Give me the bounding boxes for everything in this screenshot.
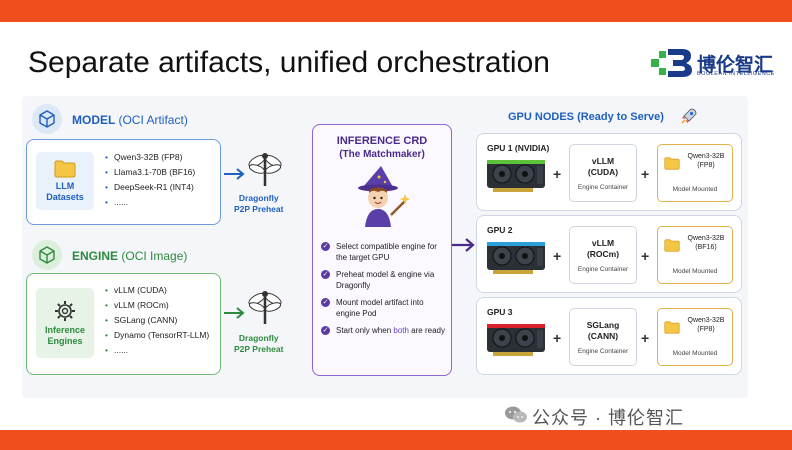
top-banner: [0, 0, 792, 22]
crd-title: INFERENCE CRD (The Matchmaker): [336, 135, 428, 160]
gpu-node-2: GPU 2 + vLLM (ROCm) Engine Container + Q…: [476, 215, 742, 293]
gpu-card-icon: [487, 242, 545, 274]
check-icon: ✓: [321, 270, 330, 279]
crd-step: ✓Mount model artifact into engine Pod: [321, 298, 424, 318]
plus-sign: +: [641, 248, 650, 264]
model-name: Qwen3-32B(FP8): [687, 153, 725, 169]
engine-backend: (CUDA): [587, 166, 619, 177]
folder-icon: [664, 321, 680, 334]
llm-datasets-card: LLM Datasets: [36, 152, 94, 210]
plus-sign: +: [553, 248, 562, 264]
list-item: ......: [105, 195, 195, 210]
dragonfly-icon: [248, 153, 282, 186]
model-mounted-card: Qwen3-32B(FP8) Model Mounted: [657, 144, 733, 202]
model-mounted-card: Qwen3-32B(BF16) Model Mounted: [657, 226, 733, 284]
gpu-node-label: GPU 1 (NVIDIA): [487, 143, 550, 153]
gear-icon: [55, 300, 75, 321]
list-item: Dynamo (TensorRT-LLM): [105, 328, 209, 343]
model-mounted-label: Model Mounted: [672, 268, 718, 275]
list-item: vLLM (CUDA): [105, 283, 209, 298]
engine-container-label: Engine Container: [577, 265, 629, 273]
engine-container-card: vLLM (CUDA) Engine Container: [569, 144, 637, 202]
list-item: Llama3.1-70B (BF16): [105, 165, 195, 180]
engine-name: vLLM: [591, 155, 615, 166]
model-mounted-label: Model Mounted: [672, 186, 718, 193]
model-section-label: MODEL (OCI Artifact): [72, 113, 188, 127]
logo-subtext: BOOLEAN INTELLIGENCE: [697, 71, 775, 77]
engine-backend: (ROCm): [586, 248, 620, 259]
arrow-right-icon: [224, 168, 245, 180]
cube-icon: [32, 104, 62, 134]
watermark: 公众号 · 博伦智汇: [532, 408, 684, 428]
model-mounted-label: Model Mounted: [672, 350, 718, 357]
boolean-logo-icon: [651, 49, 692, 77]
check-icon: ✓: [321, 242, 330, 251]
inference-engines-card: Inference Engines: [36, 288, 94, 358]
list-item: Qwen3-32B (FP8): [105, 150, 195, 165]
engine-backend: (CANN): [587, 330, 619, 341]
plus-sign: +: [553, 166, 562, 182]
engine-container-label: Engine Container: [577, 183, 629, 191]
wizard-icon: [358, 166, 411, 227]
engine-container-card: SGLang (CANN) Engine Container: [569, 308, 637, 366]
list-item: ......: [105, 343, 209, 358]
engine-name: vLLM: [591, 237, 615, 248]
llm-datasets-label: LLM Datasets: [46, 180, 84, 202]
engine-name: SGLang: [586, 319, 620, 330]
crd-steps: ✓Select compatible engine for the target…: [321, 241, 445, 342]
engine-list: vLLM (CUDA) vLLM (ROCm) SGLang (CANN) Dy…: [105, 283, 209, 358]
model-source-box: LLM Datasets Qwen3-32B (FP8) Llama3.1-70…: [26, 139, 221, 225]
arrow-right-icon: [224, 307, 245, 319]
arrow-right-icon: [452, 238, 475, 252]
dragonfly-icon: [248, 291, 282, 324]
gpu-node-label: GPU 3: [487, 307, 513, 317]
engine-container-label: Engine Container: [577, 347, 629, 355]
inference-crd-panel: INFERENCE CRD (The Matchmaker) ✓Select c…: [312, 124, 452, 376]
plus-sign: +: [641, 166, 650, 182]
model-name: Qwen3-32B(BF16): [687, 235, 725, 251]
page-title: Separate artifacts, unified orchestratio…: [28, 46, 550, 79]
list-item: DeepSeek-R1 (INT4): [105, 180, 195, 195]
crd-step: ✓Preheat model & engine via Dragonfly: [321, 270, 435, 290]
gpu-nodes-title: GPU NODES (Ready to Serve): [508, 111, 664, 123]
folder-icon: [664, 157, 680, 170]
logo-text: 博伦智汇: [697, 55, 774, 76]
gpu-node-1: GPU 1 (NVIDIA) + vLLM (CUDA) Engine Cont…: [476, 133, 742, 211]
bottom-banner: [0, 430, 792, 450]
model-mounted-card: Qwen3-32B(FP8) Model Mounted: [657, 308, 733, 366]
list-item: vLLM (ROCm): [105, 298, 209, 313]
gpu-node-label: GPU 2: [487, 225, 513, 235]
check-icon: ✓: [321, 298, 330, 307]
plus-sign: +: [641, 330, 650, 346]
gpu-node-3: GPU 3 + SGLang (CANN) Engine Container +…: [476, 297, 742, 375]
plus-sign: +: [553, 330, 562, 346]
rocket-icon: [681, 108, 697, 124]
crd-step: ✓Select compatible engine for the target…: [321, 242, 437, 262]
folder-icon: [664, 239, 680, 252]
list-item: SGLang (CANN): [105, 313, 209, 328]
cube-icon: [32, 240, 62, 270]
engine-source-box: Inference Engines vLLM (CUDA) vLLM (ROCm…: [26, 273, 221, 375]
engine-section-label: ENGINE (OCI Image): [72, 249, 188, 263]
crd-step: ✓Start only when both are ready: [321, 326, 445, 335]
check-icon: ✓: [321, 326, 330, 335]
folder-icon: [54, 160, 76, 177]
gpu-card-icon: [487, 160, 545, 192]
wechat-icon: [505, 406, 527, 423]
gpu-card-icon: [487, 324, 545, 356]
engine-container-card: vLLM (ROCm) Engine Container: [569, 226, 637, 284]
model-name: Qwen3-32B(FP8): [687, 317, 725, 333]
model-list: Qwen3-32B (FP8) Llama3.1-70B (BF16) Deep…: [105, 150, 195, 210]
inference-engines-label: Inference Engines: [44, 324, 86, 346]
